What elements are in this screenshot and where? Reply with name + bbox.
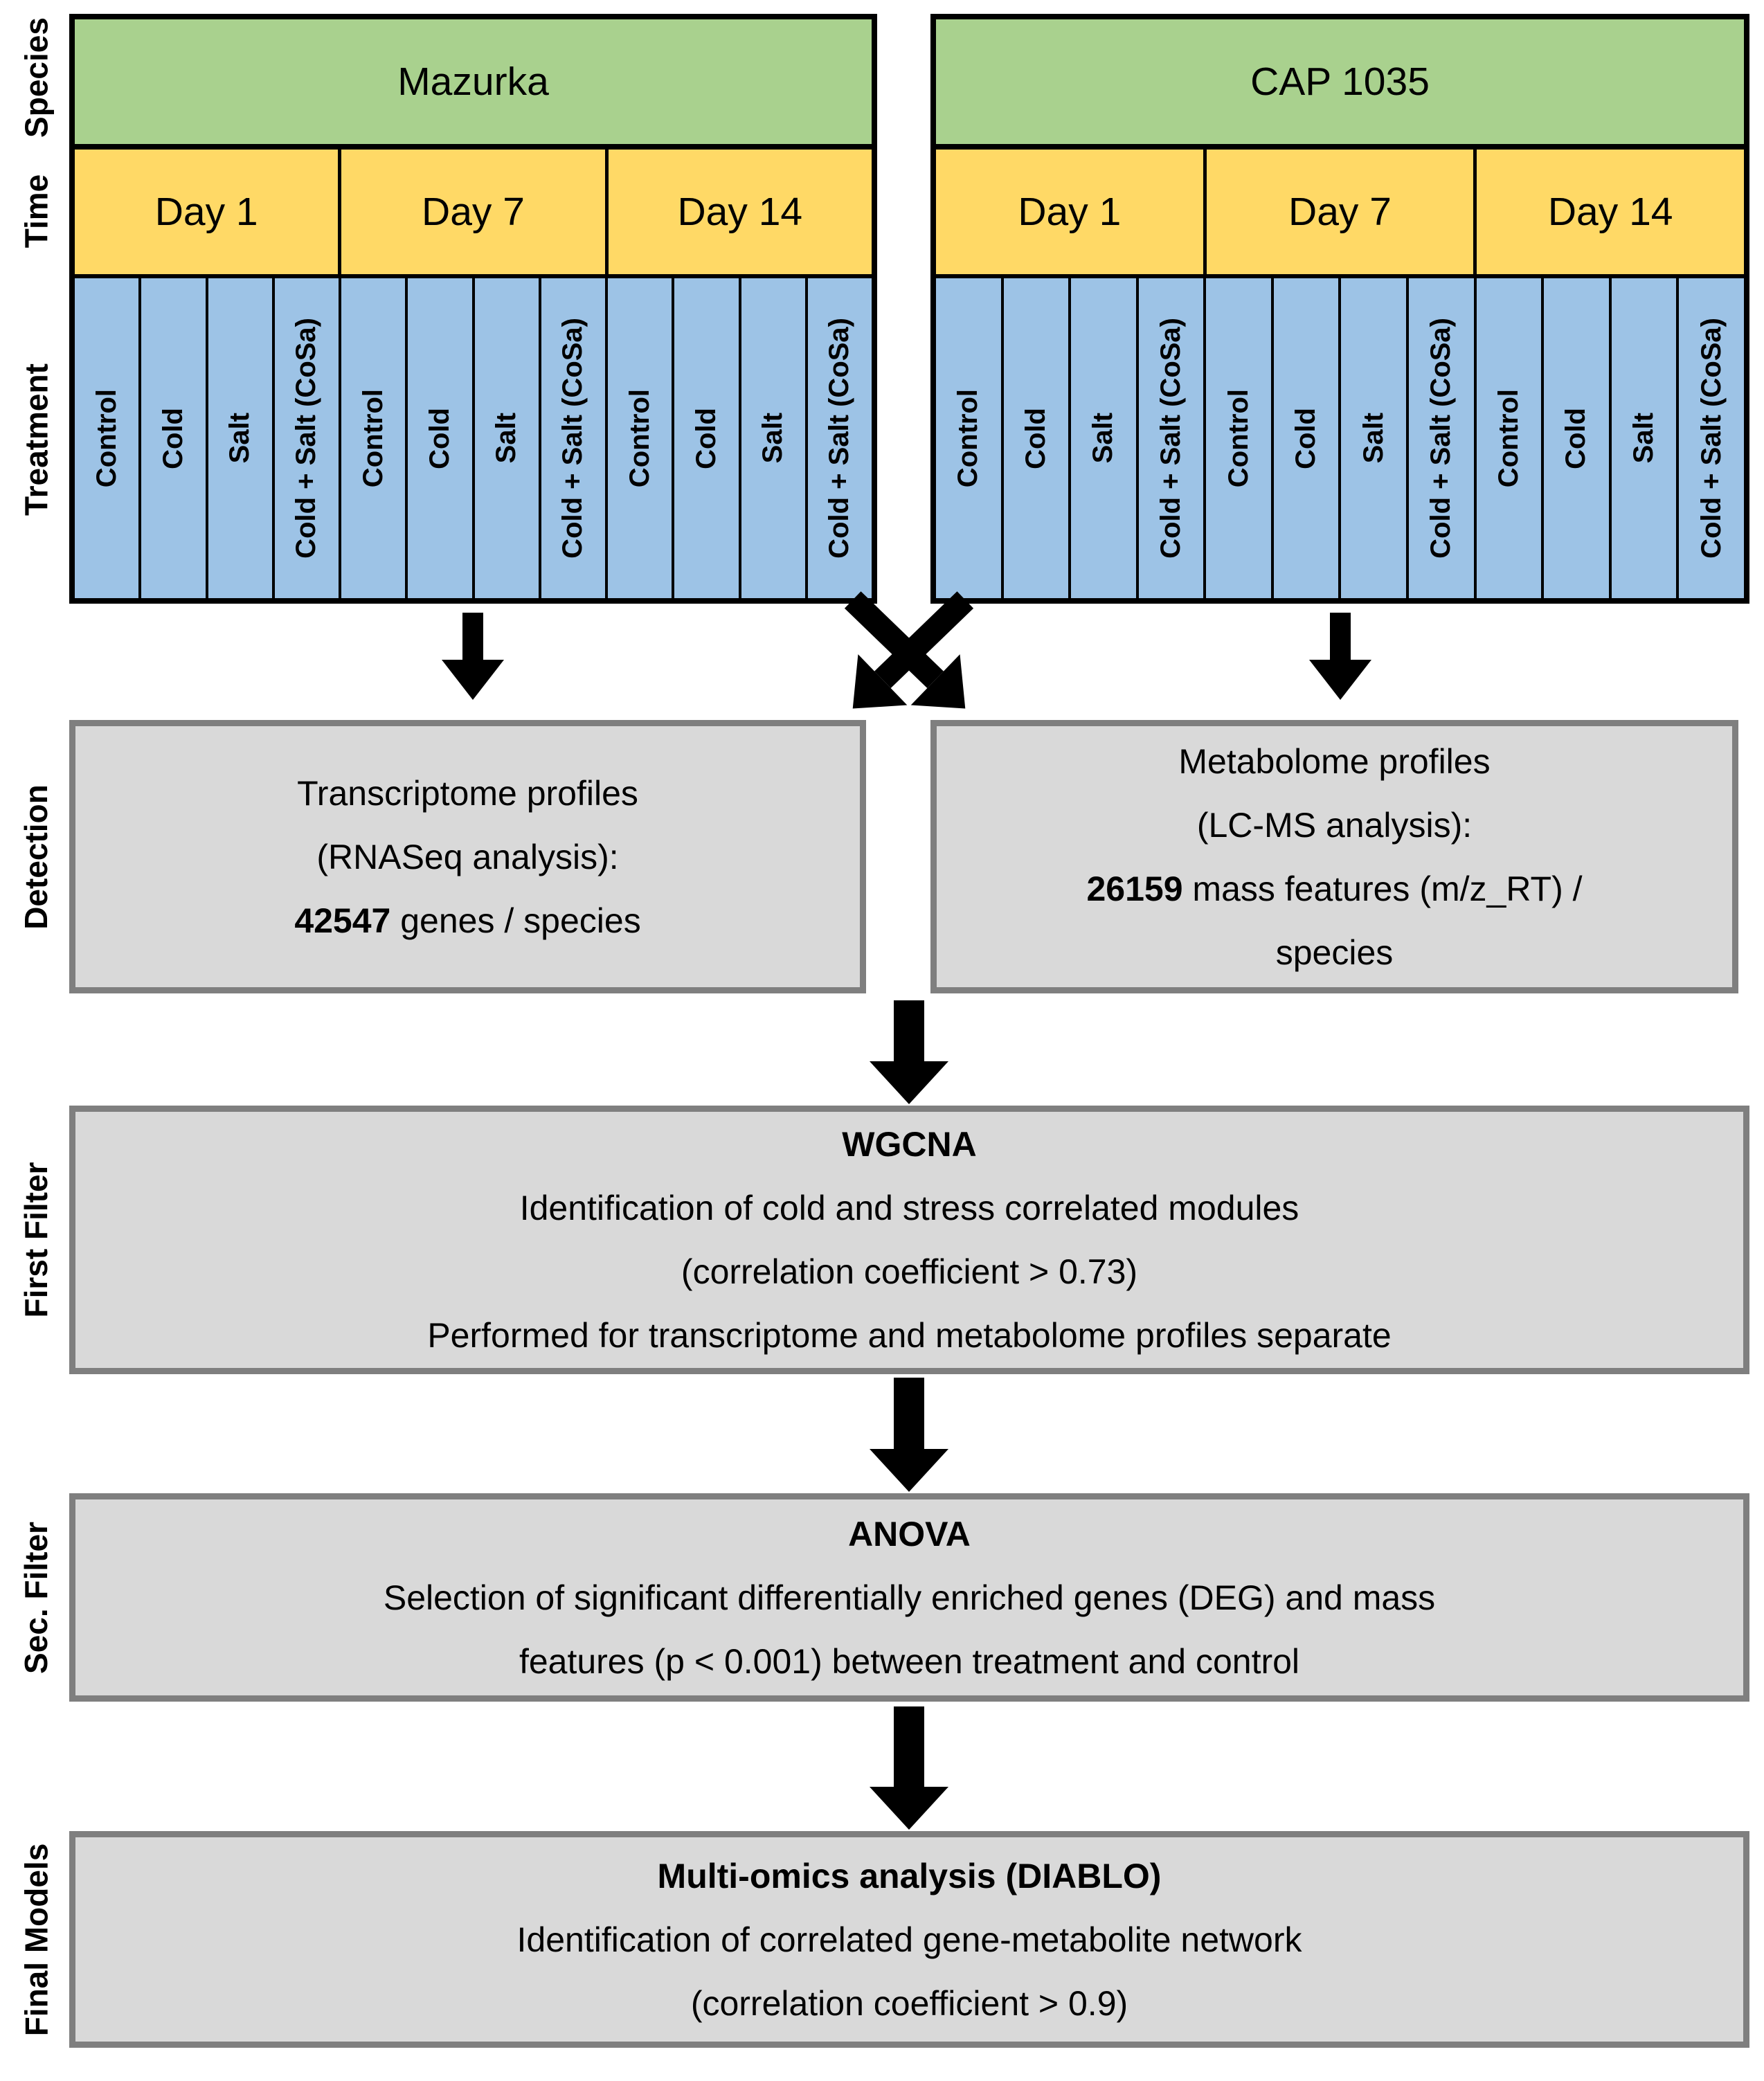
species-name: Mazurka bbox=[397, 60, 549, 104]
day-cell: Day 7 bbox=[338, 150, 605, 274]
species-name-header: CAP 1035 bbox=[936, 19, 1744, 150]
diablo-title: Multi-omics analysis (DIABLO) bbox=[657, 1856, 1162, 1895]
treatment-cell: Cold bbox=[672, 278, 739, 598]
mass-feature-count: 26159 bbox=[1086, 869, 1183, 908]
wgcna-title: WGCNA bbox=[842, 1125, 977, 1164]
treatment-cell: Salt bbox=[1338, 278, 1407, 598]
treatment-cell: Control bbox=[75, 278, 139, 598]
day-cell: Day 14 bbox=[604, 150, 872, 274]
diablo-line2: (correlation coefficient > 0.9) bbox=[690, 1983, 1128, 2023]
treatment-cell: Cold + Salt (CoSa) bbox=[271, 278, 339, 598]
treatment-cell: Cold bbox=[138, 278, 206, 598]
treatment-cell: Salt bbox=[205, 278, 272, 598]
anova-box: ANOVA Selection of significant different… bbox=[69, 1493, 1749, 1702]
down-arrow-icon bbox=[442, 613, 504, 700]
treatment-cell: Control bbox=[339, 278, 406, 598]
transcriptome-box: Transcriptome profiles (RNASeq analysis)… bbox=[69, 720, 866, 993]
anova-line1: Selection of significant differentially … bbox=[383, 1578, 1436, 1617]
wgcna-line2: (correlation coefficient > 0.73) bbox=[681, 1252, 1138, 1291]
side-label-species: Species bbox=[18, 17, 55, 138]
day-cell: Day 1 bbox=[75, 150, 339, 274]
treatment-cell: Cold + Salt (CoSa) bbox=[538, 278, 605, 598]
gene-count: 42547 bbox=[294, 901, 391, 940]
treatment-cell: Control bbox=[1473, 278, 1542, 598]
species-name-header: Mazurka bbox=[75, 19, 872, 150]
side-label-sec-filter: Sec. Filter bbox=[18, 1522, 54, 1674]
transcriptome-line2: (RNASeq analysis): bbox=[316, 837, 619, 876]
metabolome-line2: (LC-MS analysis): bbox=[1196, 805, 1473, 845]
treatment-cell: Cold bbox=[1541, 278, 1609, 598]
metabolome-line4: species bbox=[1275, 933, 1394, 972]
treatment-cell: Cold + Salt (CoSa) bbox=[1406, 278, 1474, 598]
treatment-row: Control Cold Salt Cold + Salt (CoSa) Con… bbox=[75, 278, 872, 598]
diablo-box: Multi-omics analysis (DIABLO) Identifica… bbox=[69, 1831, 1749, 2048]
anova-line2: features (p < 0.001) between treatment a… bbox=[519, 1641, 1300, 1681]
day-cell: Day 1 bbox=[936, 150, 1203, 274]
treatment-cell: Cold bbox=[1000, 278, 1069, 598]
down-arrow-icon bbox=[870, 1706, 948, 1830]
treatment-cell: Cold + Salt (CoSa) bbox=[1135, 278, 1204, 598]
treatment-row: Control Cold Salt Cold + Salt (CoSa) Con… bbox=[936, 278, 1744, 598]
down-arrow-icon bbox=[1309, 613, 1371, 700]
treatment-cell: Cold bbox=[405, 278, 472, 598]
down-arrow-icon bbox=[870, 1378, 948, 1492]
down-arrow-icon bbox=[870, 1000, 948, 1104]
day-cell: Day 7 bbox=[1203, 150, 1474, 274]
side-label-final-models: Final Models bbox=[18, 1843, 55, 2037]
side-label-detection: Detection bbox=[18, 784, 54, 930]
wgcna-box: WGCNA Identification of cold and stress … bbox=[69, 1106, 1749, 1374]
transcriptome-line1: Transcriptome profiles bbox=[297, 773, 638, 813]
side-label-time: Time bbox=[18, 174, 55, 249]
treatment-cell: Control bbox=[936, 278, 1001, 598]
side-label-treatment: Treatment bbox=[18, 363, 55, 516]
treatment-cell: Cold + Salt (CoSa) bbox=[1676, 278, 1744, 598]
treatment-cell: Salt bbox=[471, 278, 539, 598]
diablo-line1: Identification of correlated gene-metabo… bbox=[516, 1920, 1302, 1959]
wgcna-line3: Performed for transcriptome and metabolo… bbox=[427, 1316, 1392, 1355]
metabolome-line1: Metabolome profiles bbox=[1178, 741, 1491, 781]
treatment-cell: Cold + Salt (CoSa) bbox=[804, 278, 872, 598]
species-name: CAP 1035 bbox=[1250, 60, 1430, 104]
wgcna-line1: Identification of cold and stress correl… bbox=[519, 1189, 1299, 1227]
treatment-cell: Cold bbox=[1270, 278, 1339, 598]
time-row: Day 1 Day 7 Day 14 bbox=[936, 150, 1745, 278]
mazurka-table: Mazurka Day 1 Day 7 Day 14 Control Cold … bbox=[69, 14, 877, 604]
day-cell: Day 14 bbox=[1473, 150, 1745, 274]
time-row: Day 1 Day 7 Day 14 bbox=[75, 150, 872, 278]
transcriptome-count-line: 42547 genes / species bbox=[294, 901, 641, 940]
treatment-cell: Salt bbox=[1608, 278, 1677, 598]
side-label-first-filter: First Filter bbox=[18, 1162, 54, 1318]
treatment-cell: Control bbox=[605, 278, 672, 598]
treatment-cell: Control bbox=[1203, 278, 1271, 598]
treatment-cell: Salt bbox=[738, 278, 805, 598]
metabolome-count-line: 26159 mass features (m/z_RT) / bbox=[1086, 869, 1583, 908]
anova-title: ANOVA bbox=[848, 1514, 971, 1553]
metabolome-box: Metabolome profiles (LC-MS analysis): 26… bbox=[930, 720, 1738, 993]
treatment-cell: Salt bbox=[1068, 278, 1136, 598]
cap1035-table: CAP 1035 Day 1 Day 7 Day 14 Control Cold… bbox=[930, 14, 1749, 604]
